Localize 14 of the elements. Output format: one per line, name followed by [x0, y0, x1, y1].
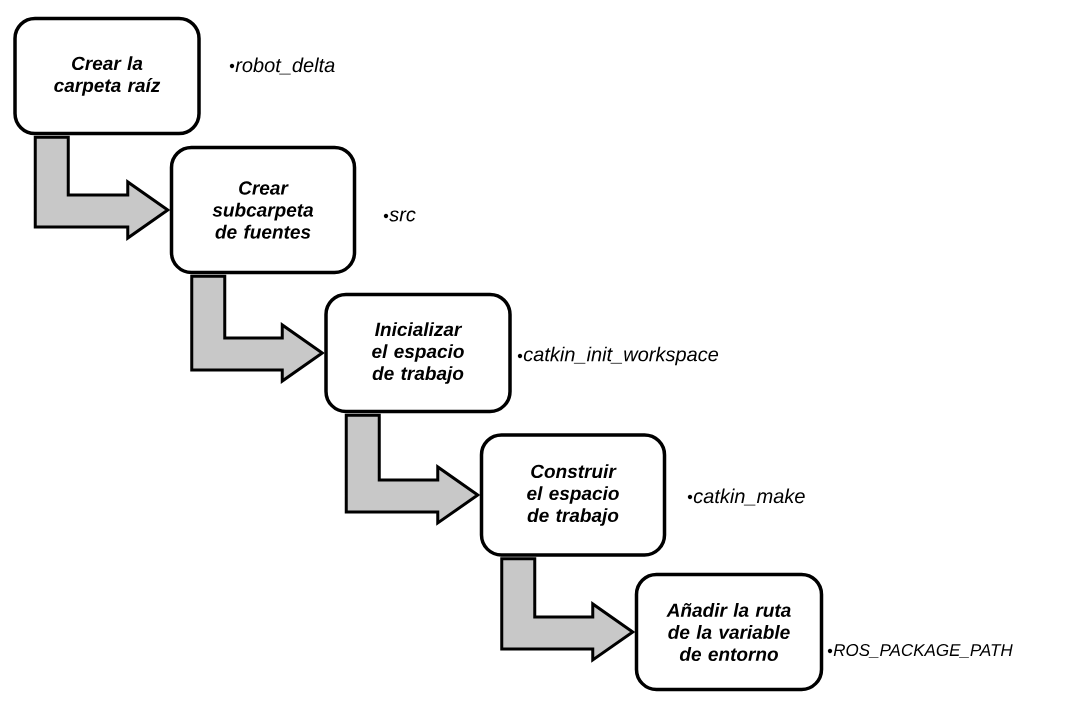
bullet-text: src [383, 210, 416, 222]
process-box: Crear la carpeta raíz [13, 16, 201, 136]
bent-arrow [190, 274, 325, 384]
bullet-text: robot_delta [229, 57, 335, 75]
bullet-text: catkin_init_workspace [517, 346, 719, 366]
bent-arrow [344, 413, 481, 526]
bullet-text: ROS_PACKAGE_PATH [827, 644, 1013, 658]
process-box: Construir el espacio de trabajo [479, 433, 667, 557]
process-box: Crear subcarpeta de fuentes [169, 145, 357, 275]
process-box: Inicializar el espacio de trabajo [324, 292, 512, 414]
bent-arrow [33, 135, 171, 241]
process-box: Añadir la ruta de la variable de entorno [634, 572, 824, 692]
bullet-text: catkin_make [687, 488, 805, 506]
bent-arrow [500, 557, 636, 663]
